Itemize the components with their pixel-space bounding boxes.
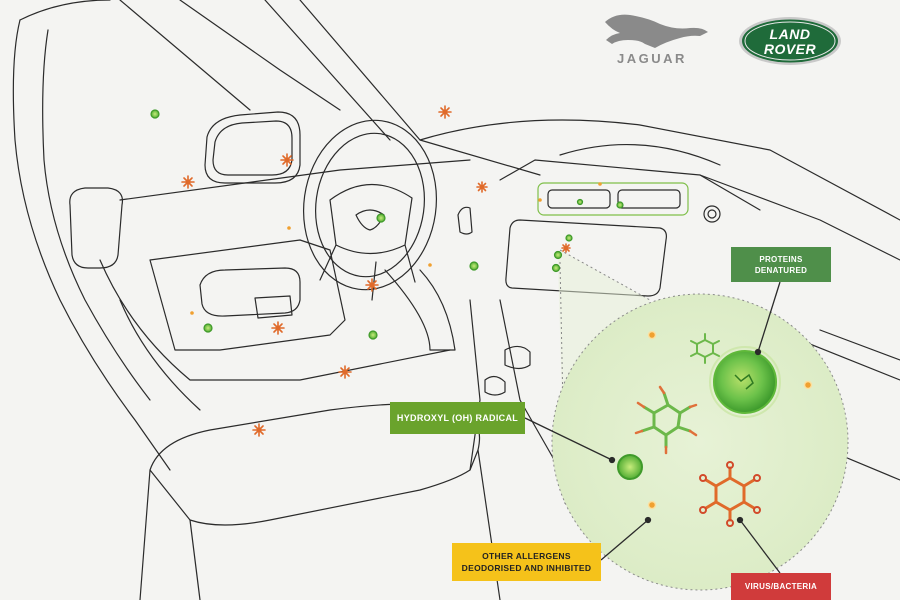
- allergens-label-line1: OTHER ALLERGENS: [482, 551, 571, 561]
- proteins-label-line1: PROTEINS: [759, 254, 803, 264]
- leader-lines: [524, 281, 781, 574]
- pathogen-particle-icon: [181, 105, 571, 437]
- allergens-label-line2: DEODORISED AND INHIBITED: [461, 563, 592, 573]
- hydroxyl-radical-label: HYDROXYL (OH) RADICAL: [390, 402, 525, 434]
- land-rover-word-land: LAND: [769, 26, 811, 42]
- virus-icon: [634, 333, 761, 527]
- land-rover-word-rover: ROVER: [763, 41, 817, 57]
- radical-icon: [150, 109, 624, 340]
- pathogen-particle-core: [185, 109, 484, 433]
- hydroxyl-radical-icon: [617, 454, 643, 480]
- allergen-dot-icon: [647, 330, 813, 510]
- land-rover-badge: LAND ROVER: [738, 16, 842, 66]
- allergens-label: OTHER ALLERGENS DEODORISED AND INHIBITED: [452, 543, 601, 581]
- virus-bacteria-label: VIRUS/BACTERIA: [731, 573, 831, 600]
- proteins-denatured-label: PROTEINS DENATURED: [731, 247, 831, 282]
- protein-denatured-icon: [709, 346, 781, 418]
- land-rover-oval-icon: [739, 17, 841, 65]
- jaguar-wordmark: JAGUAR: [617, 51, 687, 66]
- proteins-label-line2: DENATURED: [754, 265, 808, 275]
- magnification-callout: [551, 249, 849, 591]
- allergen-speck-icon: [190, 182, 602, 315]
- jaguar-leaper-icon: [605, 14, 708, 48]
